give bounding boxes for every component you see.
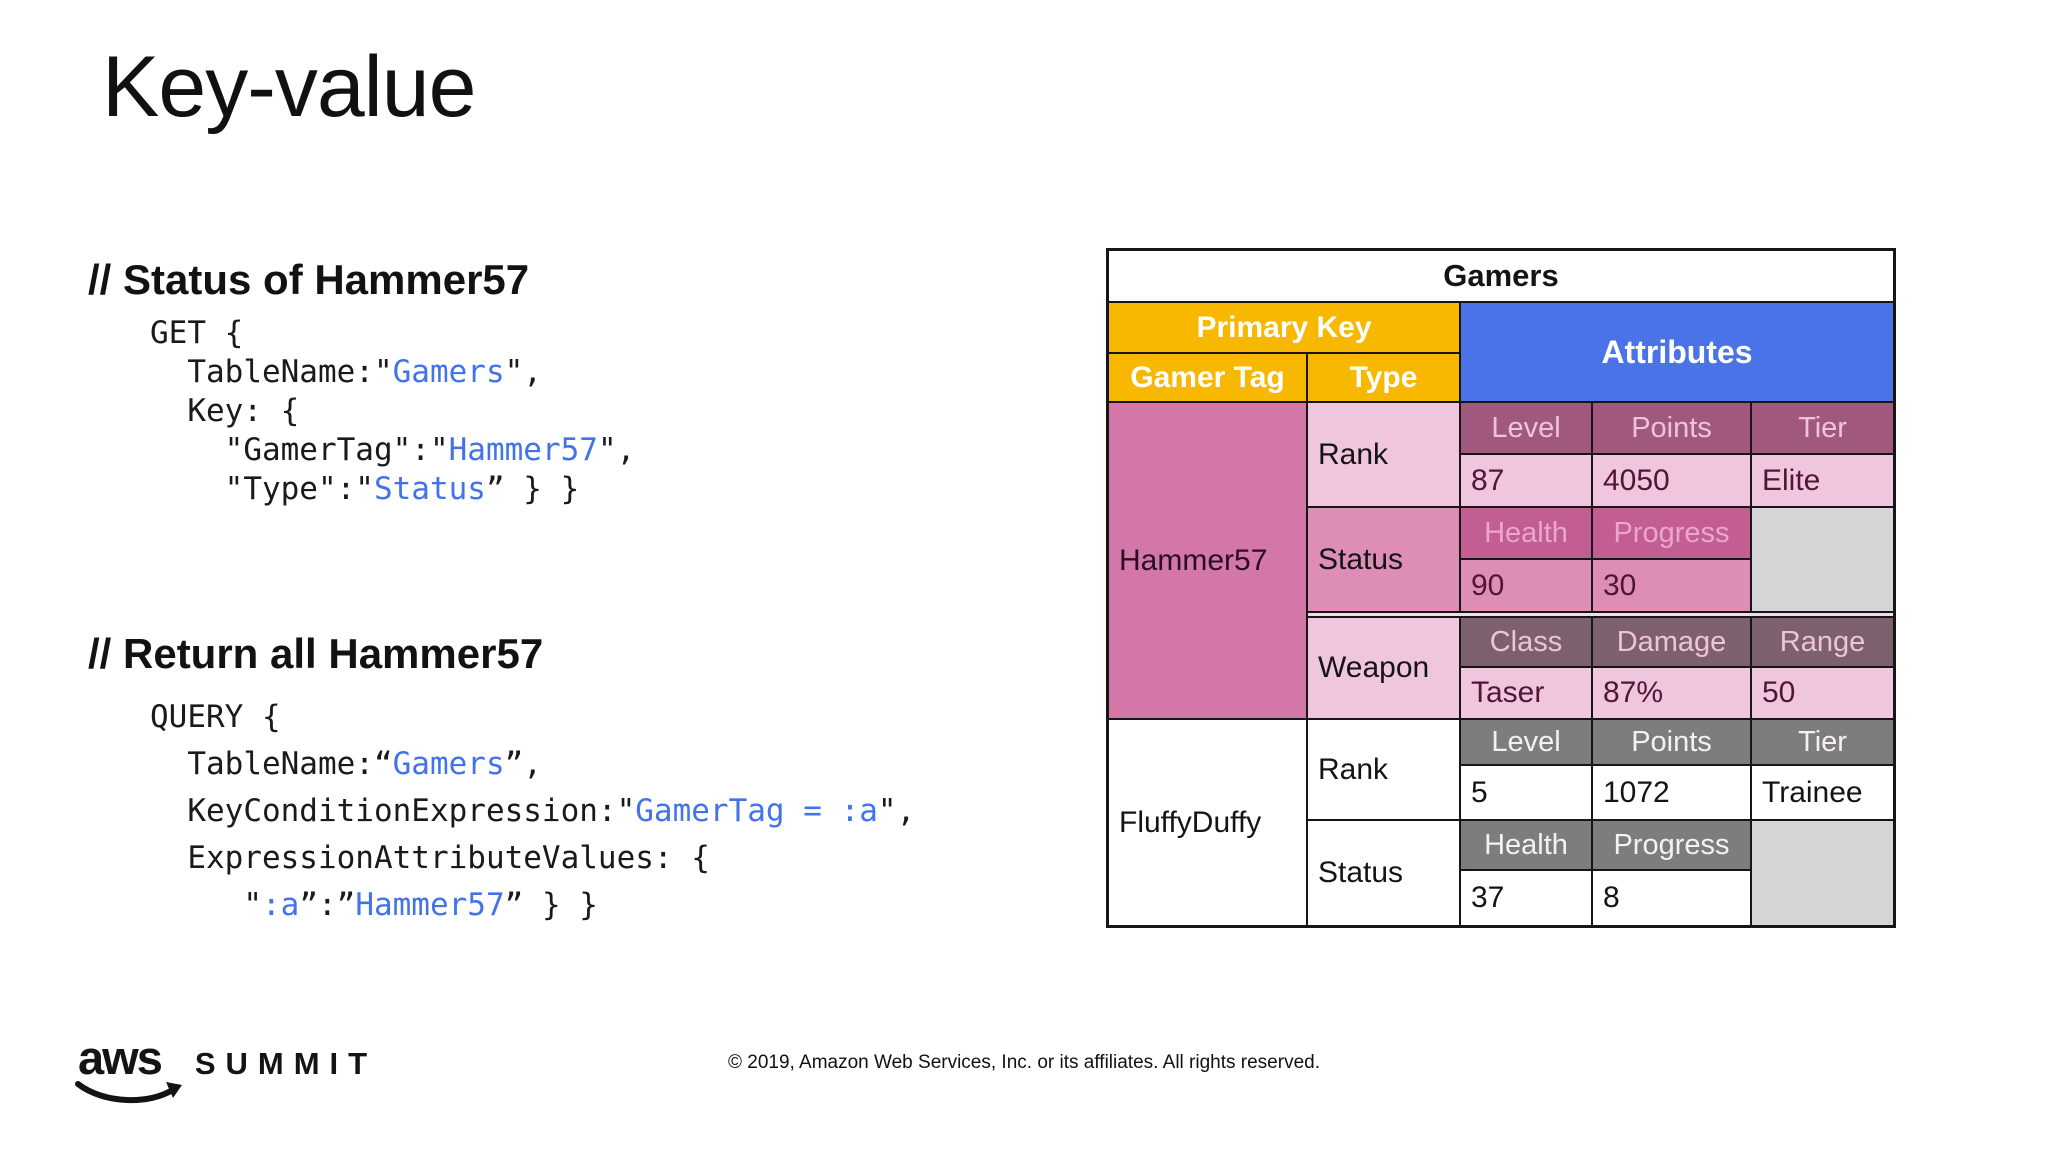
hammer57-health-header: Health — [1461, 508, 1591, 558]
hammer57-tier-header: Tier — [1752, 403, 1893, 453]
fluffyduffy-level-value: 5 — [1461, 766, 1591, 819]
hammer57-status-label: Status — [1308, 508, 1459, 611]
fluffyduffy-health-header: Health — [1461, 821, 1591, 869]
code-block-query: QUERY { TableName:“Gamers”, KeyCondition… — [150, 699, 916, 923]
page-title: Key-value — [102, 39, 476, 135]
hammer57-points-header: Points — [1593, 403, 1750, 453]
code-comment-status: // Status of Hammer57 — [88, 256, 530, 303]
aws-summit-logo: aws SUMMIT — [75, 1034, 378, 1104]
hammer57-status-empty-cell — [1752, 508, 1893, 611]
attributes-header: Attributes — [1461, 303, 1893, 401]
hammer57-level-header: Level — [1461, 403, 1591, 453]
hammer57-tier-value: Elite — [1752, 455, 1893, 506]
gamer-tag-header: Gamer Tag — [1109, 354, 1306, 401]
fluffyduffy-status-label: Status — [1308, 821, 1459, 925]
type-header: Type — [1308, 354, 1459, 401]
fluffyduffy-progress-value: 8 — [1593, 871, 1750, 925]
fluffyduffy-tier-value: Trainee — [1752, 766, 1893, 819]
hammer57-health-value: 90 — [1461, 560, 1591, 611]
fluffyduffy-rank-label: Rank — [1308, 720, 1459, 819]
hammer57-class-header: Class — [1461, 618, 1591, 666]
fluffyduffy-status-empty-cell — [1752, 821, 1893, 925]
fluffyduffy-points-header: Points — [1593, 720, 1750, 764]
fluffyduffy-progress-header: Progress — [1593, 821, 1750, 869]
gamer-tag-hammer57: Hammer57 — [1109, 403, 1306, 718]
item-separator — [1308, 613, 1893, 616]
hammer57-damage-header: Damage — [1593, 618, 1750, 666]
hammer57-progress-header: Progress — [1593, 508, 1750, 558]
hammer57-progress-value: 30 — [1593, 560, 1750, 611]
fluffyduffy-health-value: 37 — [1461, 871, 1591, 925]
gamers-table: Gamers Primary Key Attributes Gamer Tag … — [1106, 248, 1896, 928]
aws-logo: aws — [75, 1034, 182, 1104]
hammer57-range-header: Range — [1752, 618, 1893, 666]
aws-logo-text: aws — [78, 1031, 163, 1084]
hammer57-rank-label: Rank — [1308, 403, 1459, 506]
hammer57-range-value: 50 — [1752, 668, 1893, 718]
summit-label: SUMMIT — [194, 1046, 378, 1081]
copyright-text: © 2019, Amazon Web Services, Inc. or its… — [727, 1052, 1320, 1073]
table-title: Gamers — [1109, 251, 1893, 301]
gamer-tag-fluffyduffy: FluffyDuffy — [1109, 720, 1306, 925]
fluffyduffy-level-header: Level — [1461, 720, 1591, 764]
fluffyduffy-tier-header: Tier — [1752, 720, 1893, 764]
hammer57-points-value: 4050 — [1593, 455, 1750, 506]
hammer57-class-value: Taser — [1461, 668, 1591, 718]
hammer57-damage-value: 87% — [1593, 668, 1750, 718]
fluffyduffy-points-value: 1072 — [1593, 766, 1750, 819]
primary-key-header: Primary Key — [1109, 303, 1459, 352]
hammer57-weapon-label: Weapon — [1308, 618, 1459, 718]
code-comment-return-all: // Return all Hammer57 — [88, 630, 544, 677]
aws-smile-icon — [75, 1081, 182, 1104]
hammer57-level-value: 87 — [1461, 455, 1591, 506]
code-block-get: GET { TableName:"Gamers", Key: { "GamerT… — [150, 315, 636, 507]
